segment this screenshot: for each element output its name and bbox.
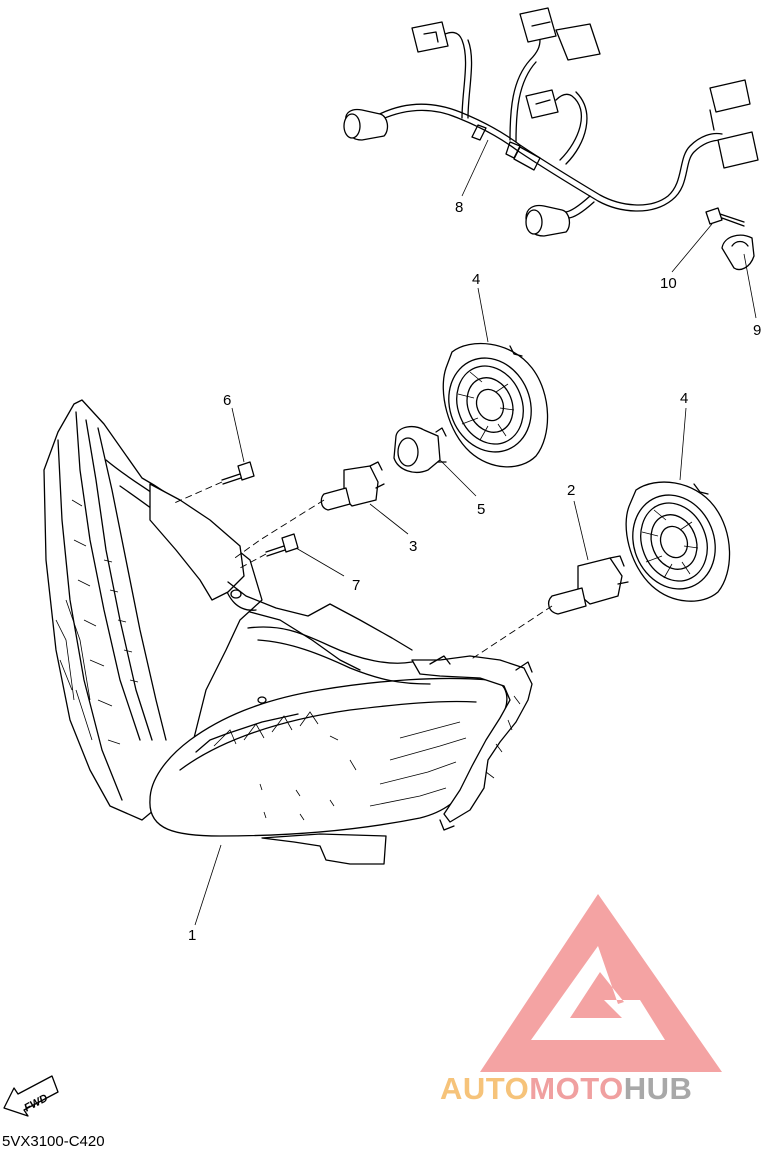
part-label-3: 3 — [409, 538, 417, 555]
part-label-9: 9 — [753, 322, 761, 339]
part-labels: 1 2 3 4 4 5 6 7 8 9 10 — [188, 199, 761, 944]
part-label-4-upper: 4 — [472, 271, 480, 288]
alignment-lines — [171, 481, 553, 661]
bulb-cover-upper — [442, 342, 549, 468]
part-label-6: 6 — [223, 392, 231, 409]
watermark-triangle — [480, 894, 722, 1072]
leader-lines — [194, 139, 757, 926]
fwd-arrow: FWD — [3, 1075, 59, 1117]
part-label-1: 1 — [188, 927, 196, 944]
headlight-assembly — [43, 399, 533, 865]
watermark-auto: AUTO — [440, 1071, 529, 1106]
watermark-moto: MOTO — [529, 1071, 623, 1106]
clamp-9 — [721, 234, 755, 271]
bulb-cover-lower — [625, 481, 731, 602]
watermark-text: AUTOMOTOHUB — [440, 1071, 692, 1106]
part-label-5: 5 — [477, 501, 485, 518]
diagram-code: 5VX3100-C420 — [2, 1133, 105, 1150]
bulb-socket-5 — [393, 425, 447, 473]
bulb-3 — [320, 461, 385, 511]
part-label-2: 2 — [567, 482, 575, 499]
screw-10 — [705, 207, 745, 227]
screw-6 — [221, 461, 255, 485]
part-label-4-lower: 4 — [680, 390, 688, 407]
wire-harness — [343, 7, 759, 237]
watermark-hub: HUB — [624, 1071, 693, 1106]
screw-7 — [265, 533, 299, 557]
part-label-10: 10 — [660, 275, 677, 292]
watermark-logo: AUTOMOTOHUB — [440, 894, 722, 1106]
bulb-2 — [547, 555, 629, 615]
part-label-8: 8 — [455, 199, 463, 216]
part-label-7: 7 — [352, 577, 360, 594]
